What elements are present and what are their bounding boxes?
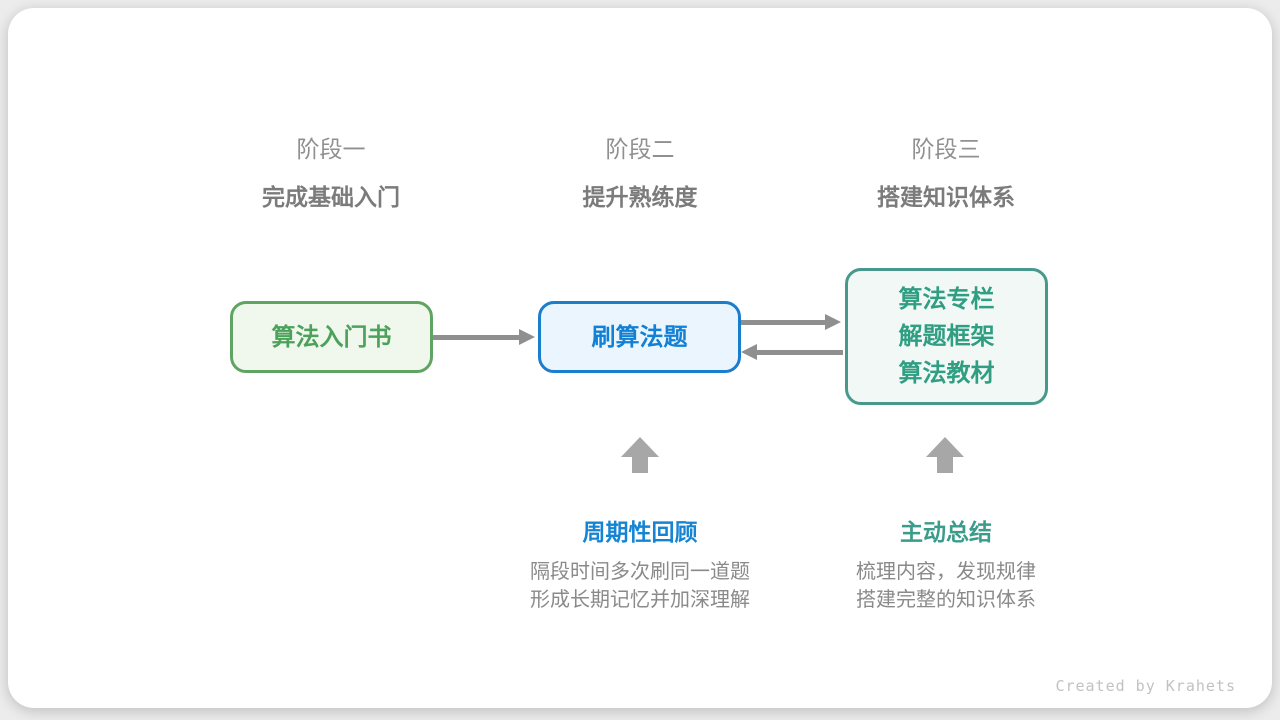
stage-3-subtitle: 搭建知识体系 [877, 184, 1015, 210]
footer-credit: Created by Krahets [1055, 677, 1236, 695]
arrow-practice-to-resources-head-icon [825, 314, 841, 330]
up-arrow-resources-stem [937, 457, 953, 473]
stage-header-2: 阶段二 提升熟练度 [490, 130, 790, 212]
node-practice: 刷算法题 [538, 301, 741, 373]
arrow-practice-to-resources-line [741, 320, 827, 325]
annotation-periodic-review-note: 隔段时间多次刷同一道题 形成长期记忆并加深理解 [480, 558, 800, 614]
annotation-periodic-review-title: 周期性回顾 [582, 519, 698, 545]
stage-1-subtitle: 完成基础入门 [262, 184, 400, 210]
arrow-resources-to-practice-line [757, 350, 843, 355]
stage-1-label: 阶段一 [296, 136, 366, 162]
arrow-resources-to-practice-head-icon [741, 344, 757, 360]
up-arrow-practice-icon [621, 437, 659, 457]
up-arrow-practice-stem [632, 457, 648, 473]
stage-3-label: 阶段三 [911, 136, 981, 162]
annotation-active-summary-line-2: 搭建完整的知识体系 [856, 589, 1036, 611]
node-resources-line-3: 算法教材 [898, 360, 995, 387]
annotation-active-summary-note: 梳理内容，发现规律 搭建完整的知识体系 [786, 558, 1106, 614]
node-resources-line-2: 解题框架 [898, 323, 995, 350]
annotation-active-summary-title: 主动总结 [900, 519, 992, 545]
up-arrow-resources-icon [926, 437, 964, 457]
annotation-periodic-review-line-1: 隔段时间多次刷同一道题 [530, 561, 750, 583]
node-resources: 算法专栏 解题框架 算法教材 [845, 268, 1048, 405]
stage-header-1: 阶段一 完成基础入门 [181, 130, 481, 212]
diagram-card: 阶段一 完成基础入门 阶段二 提升熟练度 阶段三 搭建知识体系 算法入门书 刷算… [8, 8, 1272, 708]
annotation-periodic-review-line-2: 形成长期记忆并加深理解 [530, 589, 750, 611]
node-intro-book-label: 算法入门书 [271, 323, 392, 351]
node-practice-label: 刷算法题 [591, 323, 688, 351]
stage-2-subtitle: 提升熟练度 [582, 184, 698, 210]
node-intro-book: 算法入门书 [230, 301, 433, 373]
stage-2-label: 阶段二 [605, 136, 675, 162]
arrow-book-to-practice-head-icon [519, 329, 535, 345]
arrow-book-to-practice-line [433, 335, 521, 340]
node-resources-line-1: 算法专栏 [898, 286, 995, 313]
annotation-active-summary-line-1: 梳理内容，发现规律 [856, 561, 1036, 583]
stage-header-3: 阶段三 搭建知识体系 [796, 130, 1096, 212]
